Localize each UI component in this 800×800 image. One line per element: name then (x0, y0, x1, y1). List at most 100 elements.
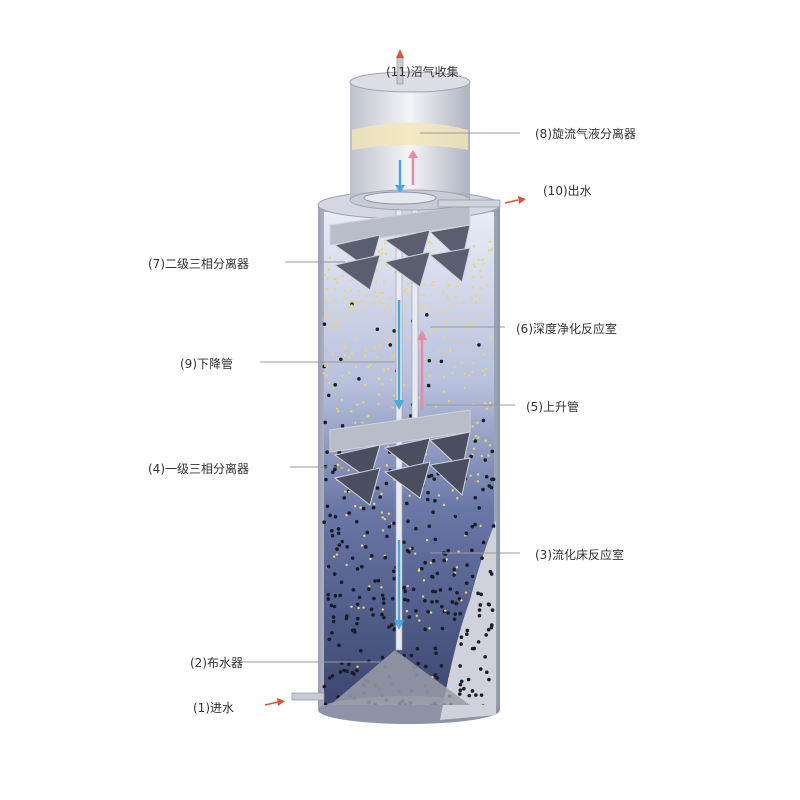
particle (423, 357, 426, 360)
second-stage-separator (329, 204, 471, 291)
particle (428, 627, 431, 630)
particle (458, 682, 463, 687)
particle (380, 492, 383, 496)
particle (409, 653, 414, 658)
particle (331, 619, 336, 624)
particle (458, 611, 463, 616)
particle (357, 606, 360, 610)
particle (405, 303, 408, 307)
particle (470, 297, 473, 300)
particle (442, 558, 447, 563)
particle (464, 591, 468, 594)
particle (330, 631, 334, 635)
particle (451, 371, 454, 375)
particle (338, 670, 343, 674)
inlet-pipe (291, 692, 325, 701)
particle (405, 319, 409, 323)
particle (470, 574, 475, 579)
particle (367, 414, 370, 418)
particle (428, 240, 431, 243)
particle (467, 693, 472, 698)
particle (433, 537, 438, 542)
particle (481, 540, 486, 545)
particle (325, 287, 328, 291)
particle (433, 673, 437, 677)
particle (365, 530, 370, 535)
particle (392, 329, 396, 333)
particle (380, 655, 385, 660)
inlet-arrow (277, 698, 285, 706)
particle (489, 625, 494, 630)
particle (437, 349, 440, 352)
particle (418, 619, 421, 622)
particle (446, 548, 450, 553)
particle (353, 300, 356, 304)
particle (466, 677, 471, 682)
particle (375, 356, 379, 359)
particle (356, 403, 359, 406)
particle (479, 693, 484, 697)
particle (364, 545, 368, 549)
particle (472, 275, 475, 279)
particle (388, 343, 393, 347)
particle (480, 454, 483, 458)
particle (490, 449, 495, 454)
particle (490, 608, 495, 612)
particle (484, 633, 488, 637)
particle (326, 592, 331, 597)
particle (479, 592, 483, 597)
particle (477, 506, 482, 510)
particle (387, 512, 391, 515)
particle (348, 490, 351, 494)
particle (427, 524, 432, 529)
particle (322, 372, 326, 375)
particle (335, 553, 339, 556)
label-riser: (5)上升管 (526, 400, 579, 414)
particle (342, 496, 347, 500)
particle (444, 609, 447, 612)
particle (441, 290, 444, 293)
particle (356, 665, 359, 668)
particle (465, 563, 469, 567)
particle (355, 621, 359, 626)
particle (378, 291, 381, 295)
particle (336, 323, 340, 326)
particle (411, 587, 416, 592)
particle (486, 549, 489, 553)
particle (381, 608, 384, 611)
particle (450, 304, 453, 307)
particle (486, 553, 489, 557)
particle (429, 305, 432, 308)
particle (329, 529, 334, 533)
particle (481, 369, 485, 372)
particle (336, 463, 340, 467)
particle (356, 300, 360, 304)
particle (328, 318, 331, 321)
particle (484, 474, 489, 479)
particle (489, 240, 492, 243)
particle (354, 519, 359, 524)
particle (485, 407, 488, 411)
particle (448, 348, 451, 351)
particle (406, 519, 410, 524)
particle (454, 601, 458, 606)
particle (354, 308, 357, 311)
particle (359, 648, 363, 653)
particle (357, 377, 361, 381)
particle (404, 290, 407, 293)
particle (452, 567, 456, 572)
particle (344, 616, 349, 621)
particle (369, 317, 373, 320)
particle (462, 315, 466, 318)
particle (477, 608, 482, 612)
particle (380, 612, 384, 617)
particle (444, 319, 448, 323)
particle (431, 558, 436, 563)
particle (337, 410, 340, 413)
particle (450, 600, 455, 604)
particle (431, 510, 435, 514)
particle (436, 310, 439, 314)
particle (469, 474, 472, 477)
particle (472, 263, 475, 266)
particle (381, 529, 385, 532)
